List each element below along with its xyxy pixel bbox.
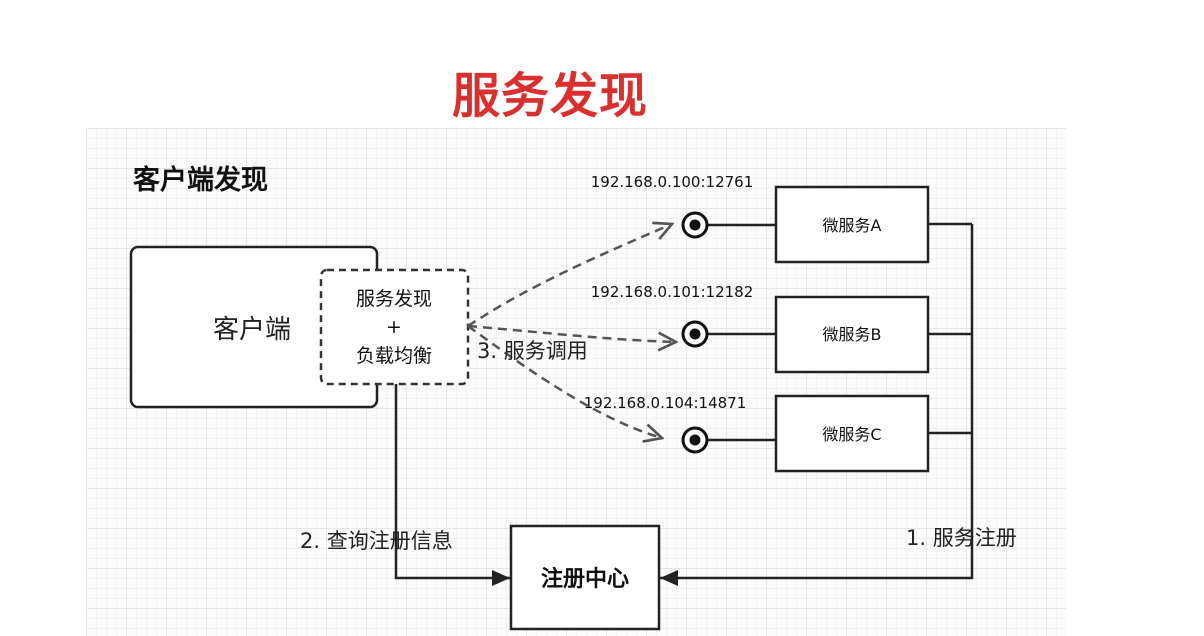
- module-line-loadbalance: 负载均衡: [356, 345, 432, 367]
- module-line-plus: +: [386, 316, 402, 338]
- query-label: 2. 查询注册信息: [300, 529, 453, 553]
- registry-box: [509, 524, 661, 631]
- service-c-box: [774, 394, 930, 473]
- service-b-label: 微服务B: [823, 325, 882, 344]
- service-c-address: 192.168.0.104:14871: [584, 394, 747, 412]
- service-c-label: 微服务C: [822, 425, 881, 444]
- service-a-address: 192.168.0.100:12761: [591, 173, 754, 191]
- module-line-discovery: 服务发现: [356, 288, 432, 310]
- invoke-label: 3. 服务调用: [477, 339, 588, 363]
- endpoint-a-dot-icon: [689, 219, 701, 231]
- service-b-box: [774, 295, 930, 374]
- client-label: 客户端: [213, 315, 291, 345]
- section-heading: 客户端发现: [133, 164, 268, 196]
- register-arrow: [660, 224, 974, 586]
- service-b-address: 192.168.0.101:12182: [591, 283, 754, 301]
- query-arrow: [394, 384, 510, 586]
- endpoint-c-dot-icon: [689, 434, 701, 446]
- invoke-arrow-b: [467, 324, 676, 342]
- endpoint-b-dot-icon: [689, 328, 701, 340]
- register-label: 1. 服务注册: [906, 526, 1017, 550]
- invoke-arrow-c: [467, 324, 662, 438]
- page-title: 服务发现: [451, 68, 648, 124]
- service-a-label: 微服务A: [823, 216, 882, 235]
- invoke-arrow-a: [467, 224, 672, 328]
- service-a-box: [774, 185, 930, 264]
- registry-label: 注册中心: [541, 566, 629, 592]
